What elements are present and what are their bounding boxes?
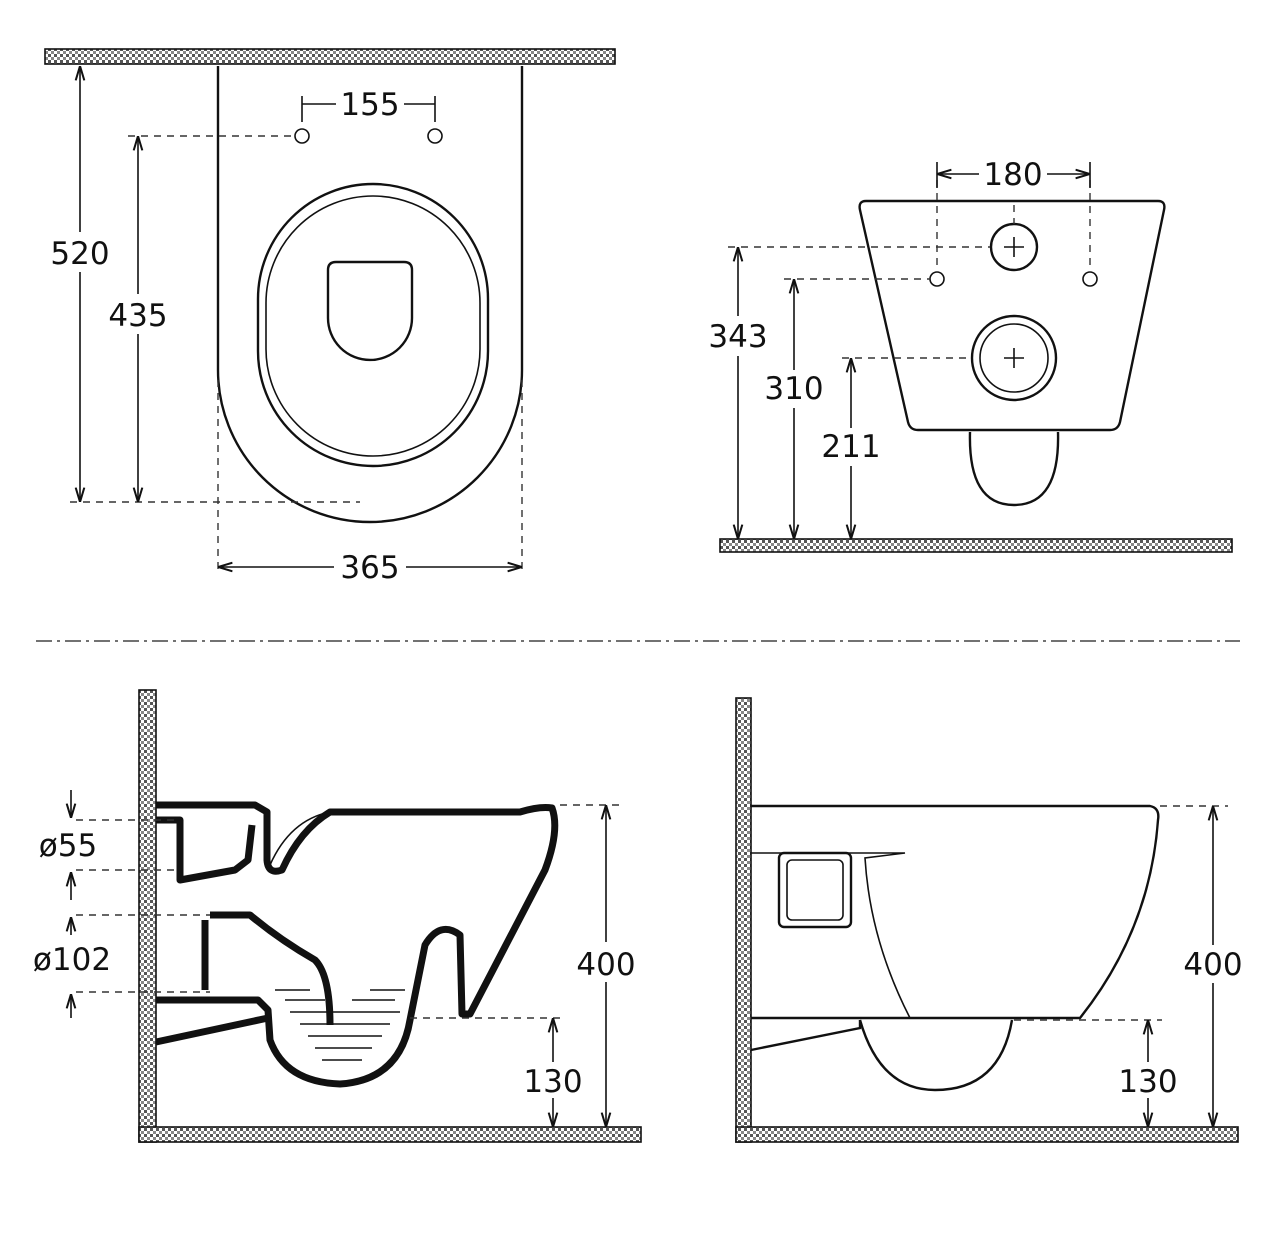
side-view-body-contour (851, 852, 911, 1019)
top-view-wall (44, 48, 616, 65)
section-view-trap (210, 911, 334, 1026)
section-view-inlet-channel (156, 816, 256, 884)
section-view-body (156, 801, 559, 1088)
rear-view-outlet-outer (970, 314, 1058, 402)
section-view: ø55 ø102 400 130 (33, 689, 642, 1143)
rear-view-bolts-height-label: 310 (764, 371, 823, 407)
section-view-bowl-inner (269, 811, 331, 866)
rear-view-bolt-hole-right (1082, 271, 1098, 287)
side-view-floor (735, 1126, 1239, 1143)
rear-view: 180 343 310 211 (708, 157, 1233, 553)
side-view-wall (735, 697, 752, 1143)
side-view-drain-pipe (750, 1020, 862, 1052)
rear-view-inlet-height-label: 343 (708, 319, 767, 355)
rear-view-lower-bowl (968, 431, 1060, 507)
rear-view-outlet-height-label: 211 (821, 429, 880, 465)
section-view-outlet-diameter-label: ø102 (33, 942, 111, 978)
side-view-bracket-inner (786, 859, 844, 921)
top-view-width-label: 365 (340, 550, 399, 586)
top-view-mount-hole-left (294, 128, 310, 144)
rear-view-body-outline (858, 199, 1166, 432)
rear-view-bolt-hole-left (929, 271, 945, 287)
rear-view-floor (719, 538, 1233, 553)
rear-view-outlet-inner (979, 323, 1049, 393)
side-view-floor-height-label: 130 (1118, 1064, 1177, 1100)
top-view: 155 520 435 365 (44, 48, 616, 586)
section-view-height-label: 400 (576, 947, 635, 983)
rear-view-holes-spacing-label: 180 (983, 157, 1042, 193)
side-view-height-label: 400 (1183, 947, 1242, 983)
section-view-inlet-diameter-label: ø55 (39, 828, 97, 864)
top-view-holes-spacing-label: 155 (340, 87, 399, 123)
top-view-holes-height-label: 435 (108, 298, 167, 334)
side-view-bracket-outer (777, 851, 853, 929)
top-view-bowl-opening (326, 260, 414, 362)
section-view-water (275, 989, 405, 1061)
section-view-floor-height-label: 130 (523, 1064, 582, 1100)
section-view-drain-pipe (155, 1014, 269, 1046)
top-view-bowl-outline (216, 66, 524, 524)
top-view-seat-inner (265, 195, 481, 457)
top-view-total-height-label: 520 (50, 236, 109, 272)
side-view-lower-bowl (858, 1019, 1014, 1092)
side-view-body-outline (751, 804, 1160, 1020)
side-view: 400 130 (735, 697, 1243, 1143)
top-view-seat-outer (256, 182, 490, 468)
top-view-mount-hole-right (427, 128, 443, 144)
section-view-wall (138, 689, 157, 1143)
section-view-floor (138, 1126, 642, 1143)
